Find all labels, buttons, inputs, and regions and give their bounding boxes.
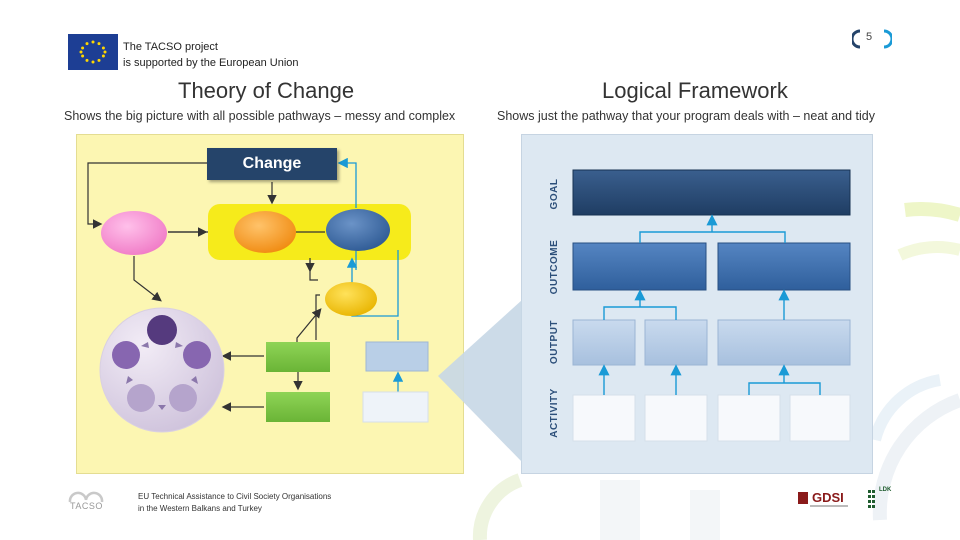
tacso-logo-icon [68,491,104,503]
ldk-logo-text: LDK [879,487,892,493]
gdsi-logo-icon [798,492,848,507]
page-number: 5 [866,31,873,43]
toc-title: Theory of Change [178,78,355,103]
eu-support-text: The TACSO project is supported by the Eu… [123,39,299,71]
ldk-logo-icon [868,490,875,508]
gdsi-logo-text: GDSI [812,490,844,505]
eu-flag-icon [68,34,118,70]
eu-line-2: is supported by the European Union [123,57,299,69]
footer-line-2: in the Western Balkans and Turkey [138,504,262,513]
eu-line-1: The TACSO project [123,41,218,53]
lf-level-outcome: OUTCOME [549,239,560,295]
lf-level-output: OUTPUT [549,319,560,365]
page-number-bracket-icon [852,29,892,49]
lf-title: Logical Framework [602,78,788,103]
tacso-logo-text: TACSO [70,501,103,511]
footer-text: EU Technical Assistance to Civil Society… [138,491,331,515]
lf-level-activity: ACTIVITY [549,388,560,438]
lf-subtitle: Shows just the pathway that your program… [497,109,875,123]
toc-subtitle: Shows the big picture with all possible … [64,109,456,123]
change-box: Change [207,148,337,180]
footer-line-1: EU Technical Assistance to Civil Society… [138,492,332,501]
lf-level-goal: GOAL [549,178,560,210]
